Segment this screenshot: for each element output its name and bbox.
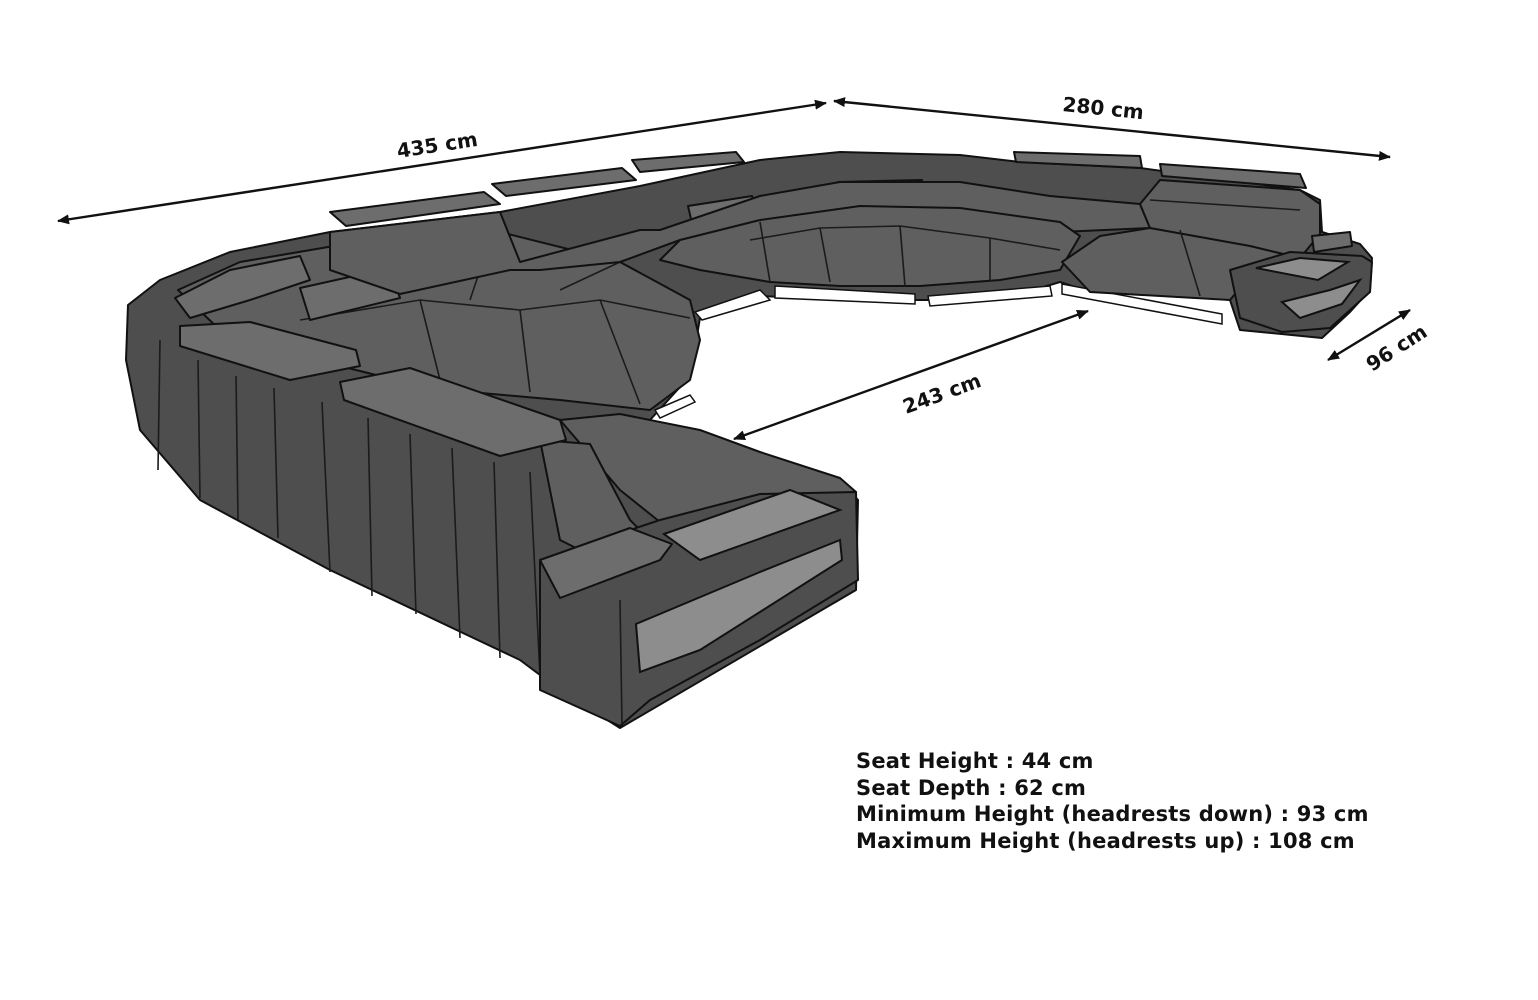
left-glass-top — [661, 488, 843, 562]
back-cushion — [174, 255, 311, 319]
dim-label-280: 280 cm — [1061, 92, 1144, 124]
right-glass-top — [1255, 256, 1352, 282]
dim-line-243 — [733, 309, 1089, 441]
spec-minimum-height: Minimum Height (headrests down) : 93 cm — [856, 802, 1369, 826]
sofa — [125, 151, 1373, 729]
dim-line-435 — [57, 99, 827, 225]
dim-line-280 — [833, 97, 1391, 161]
dim-label-243: 243 cm — [900, 368, 985, 418]
outer-pleats — [157, 339, 541, 677]
specifications-list: Seat Height : 44 cm Seat Depth : 62 cm M… — [856, 748, 1369, 854]
right-chaise-back — [1139, 179, 1321, 259]
right-small-cushion — [1311, 231, 1353, 253]
headrest — [1159, 163, 1307, 189]
led-strip — [653, 283, 1223, 419]
spec-seat-height: Seat Height : 44 cm — [856, 749, 1094, 773]
left-glass-shelf — [634, 538, 844, 674]
center-seat-surface — [659, 205, 1081, 287]
dim-label-96: 96 cm — [1362, 319, 1432, 376]
headrest — [339, 367, 567, 457]
dim-line-96 — [1327, 308, 1411, 362]
headrest — [179, 321, 361, 381]
spec-seat-depth: Seat Depth : 62 cm — [856, 775, 1087, 800]
right-glass-shelf — [1279, 278, 1363, 320]
right-chaise-seams — [1149, 199, 1301, 297]
spec-maximum-height: Maximum Height (headrests up) : 108 cm — [856, 828, 1355, 853]
center-seat-seams — [749, 221, 1061, 287]
left-seat-seams — [299, 261, 691, 405]
left-arm-cushion — [539, 527, 673, 599]
